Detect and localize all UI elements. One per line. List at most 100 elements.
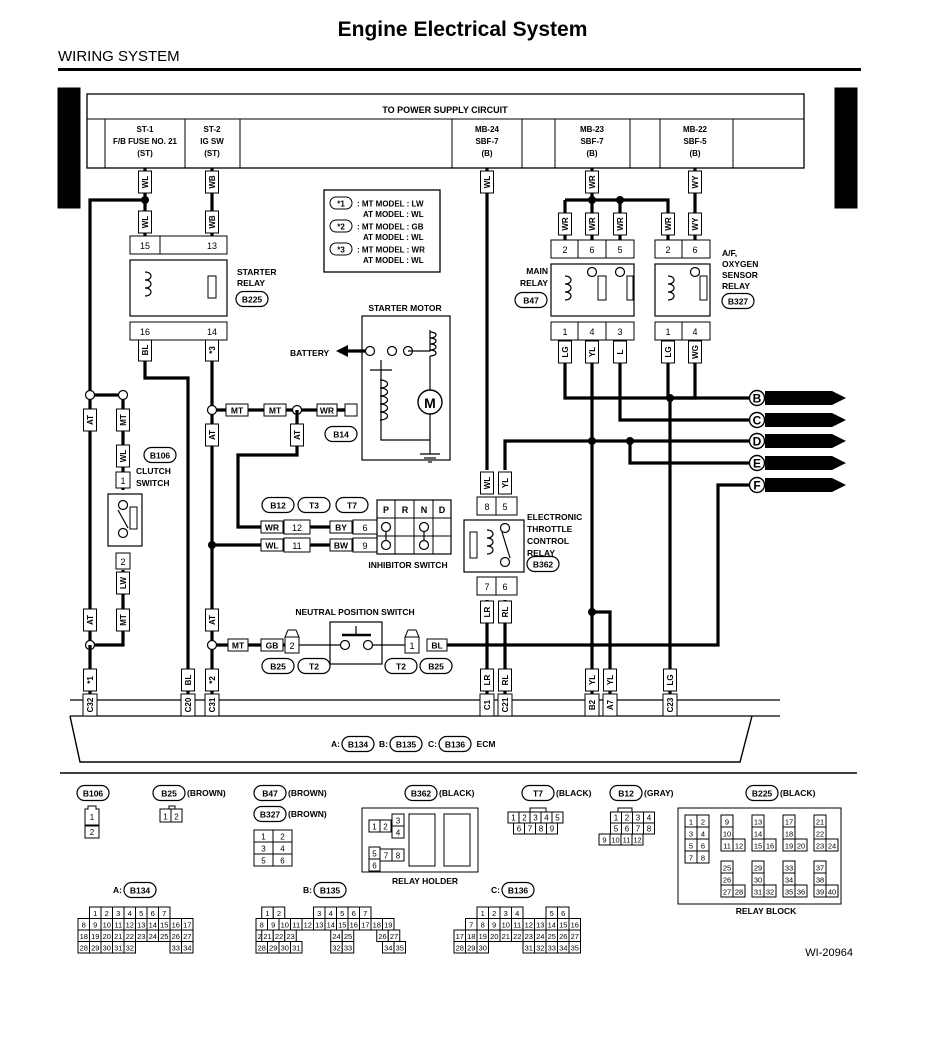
cv-b225-pin: 20 bbox=[797, 842, 805, 851]
cv-ecm-pin: 9 bbox=[271, 921, 275, 930]
cv-b47-conn: B47 bbox=[262, 789, 278, 799]
inhibitor-position: R bbox=[402, 505, 409, 515]
wire-color-tag: LR bbox=[483, 674, 492, 685]
cv-b225-pin: 37 bbox=[816, 864, 824, 873]
wire-color-tag: YL bbox=[606, 675, 615, 685]
wire-tag: GB bbox=[266, 641, 279, 651]
cv-pin: 2 bbox=[90, 828, 95, 837]
side-tab-label: E/G(H4)-03 bbox=[838, 110, 855, 187]
wire-color-tag-box bbox=[585, 340, 599, 364]
cv-b136-cell bbox=[568, 941, 581, 954]
cv-cell bbox=[84, 825, 100, 839]
cv-b47-pin: 4 bbox=[280, 845, 285, 854]
output-letter-ring bbox=[748, 476, 766, 494]
cv-b12-pin: 5 bbox=[614, 825, 619, 834]
cv-ecm-pin: 12 bbox=[304, 921, 312, 930]
relay-contact bbox=[469, 531, 478, 559]
output-arrow bbox=[765, 413, 846, 427]
wire bbox=[503, 439, 755, 470]
inhibitor-pin bbox=[283, 537, 311, 553]
terminal-ring bbox=[364, 345, 376, 357]
fuse-name: (B) bbox=[586, 149, 597, 158]
wire-color-tag-box bbox=[205, 170, 219, 194]
wire-color-tag: AT bbox=[86, 615, 95, 625]
cv-ecm-pin: 21 bbox=[114, 932, 122, 941]
ecm-label: C: bbox=[428, 739, 437, 749]
cv-b136-conn-outline bbox=[501, 881, 535, 899]
wire-color-tag: WR bbox=[664, 217, 673, 231]
wire-color-tag: L bbox=[616, 349, 625, 354]
cv-ecm-pin: 18 bbox=[373, 921, 381, 930]
wire-color-tag-box bbox=[181, 668, 195, 692]
wire-color-tag-box bbox=[558, 340, 572, 364]
neutral-pin-left bbox=[284, 629, 300, 654]
cv-ecm-pin: 4 bbox=[329, 909, 333, 918]
legend-text: : MT MODEL : WR bbox=[357, 246, 425, 255]
ecm-pin: C32 bbox=[86, 697, 95, 712]
cv-ecm-pin: 8 bbox=[260, 921, 264, 930]
output-letter: B bbox=[753, 392, 762, 406]
wire-color-tag-box bbox=[83, 668, 97, 692]
fuse-name: MB-23 bbox=[580, 125, 605, 134]
cv-b225-cell bbox=[732, 884, 746, 898]
wire-tag: BL bbox=[431, 641, 442, 651]
wire-color-tag-box bbox=[116, 444, 130, 468]
cv-key bbox=[529, 807, 547, 813]
inhibitor-position: N bbox=[421, 505, 428, 515]
cv-b135-conn: B135 bbox=[320, 886, 341, 896]
cv-ecm-pin: 20 bbox=[103, 932, 111, 941]
cv-b225-cell bbox=[763, 838, 777, 852]
cv-b135-cell bbox=[393, 941, 406, 954]
wire-color-tag: LR bbox=[483, 606, 492, 617]
inhibitor-pin-num: 6 bbox=[362, 523, 367, 533]
output-label: E/G(H4)-09 bbox=[768, 481, 817, 492]
legend-text: : MT MODEL : GB bbox=[357, 223, 424, 232]
cv-b12-pin: 4 bbox=[647, 814, 652, 823]
terminal-ring bbox=[362, 639, 374, 651]
clutch-name: SWITCH bbox=[136, 478, 170, 488]
wire-color-tag: WL bbox=[141, 176, 150, 189]
wire-color-tag-box bbox=[480, 668, 494, 692]
cv-ecm-pin: 7 bbox=[162, 909, 166, 918]
cv-b225-pin: 39 bbox=[816, 888, 824, 897]
cv-ecm-pin: 24 bbox=[149, 932, 157, 941]
relay-pin: 5 bbox=[502, 502, 507, 512]
title-rule bbox=[58, 68, 861, 71]
wire-color-tag-box bbox=[585, 170, 599, 194]
wire-tag: BW bbox=[334, 541, 349, 551]
ecm-pin-box bbox=[602, 693, 618, 717]
cv-ecm-pin: 22 bbox=[513, 932, 521, 941]
wire-color-tag-box bbox=[661, 340, 675, 364]
cv-ecm-pin: 6 bbox=[352, 909, 356, 918]
etc-relay-conn: B362 bbox=[533, 560, 554, 570]
wire-color-tag: WB bbox=[208, 215, 217, 229]
cv-b225-cell bbox=[794, 838, 808, 852]
ecm-pin: C21 bbox=[501, 697, 510, 712]
wire-color-tag: BL bbox=[184, 675, 193, 686]
wire-color-tag-box bbox=[116, 571, 130, 595]
cv-ecm-pin: 32 bbox=[126, 944, 134, 953]
ecm-label: A: bbox=[331, 739, 340, 749]
cv-ecm-pin: 14 bbox=[149, 921, 157, 930]
terminal-ring bbox=[586, 266, 598, 278]
cv-b225-pin: 23 bbox=[816, 842, 824, 851]
wire bbox=[670, 360, 697, 400]
wire-tag-box bbox=[426, 638, 448, 652]
cv-b362-pin: 7 bbox=[384, 852, 389, 861]
cv-ecm-pin: 19 bbox=[479, 932, 487, 941]
cv-b47-pin: 5 bbox=[261, 857, 266, 866]
legend-mark-outline bbox=[329, 219, 353, 233]
neutral-conn: T2 bbox=[309, 662, 319, 672]
cv-b225-pin: 27 bbox=[723, 888, 731, 897]
wire-color-tag: LG bbox=[664, 346, 673, 357]
cv-b225-pin: 35 bbox=[785, 888, 793, 897]
terminal-ring bbox=[117, 389, 129, 401]
cv-ecm-pin: 16 bbox=[350, 921, 358, 930]
starter-relay-pin-strip bbox=[129, 321, 228, 341]
ecm-pin: B2 bbox=[588, 699, 597, 710]
cv-ecm-pin: 15 bbox=[160, 921, 168, 930]
cv-ecm-pin: 18 bbox=[467, 932, 475, 941]
wire-color-tag: WL bbox=[141, 216, 150, 229]
cv-ecm-pin: 13 bbox=[137, 921, 145, 930]
cv-t7-pin: 3 bbox=[533, 814, 538, 823]
